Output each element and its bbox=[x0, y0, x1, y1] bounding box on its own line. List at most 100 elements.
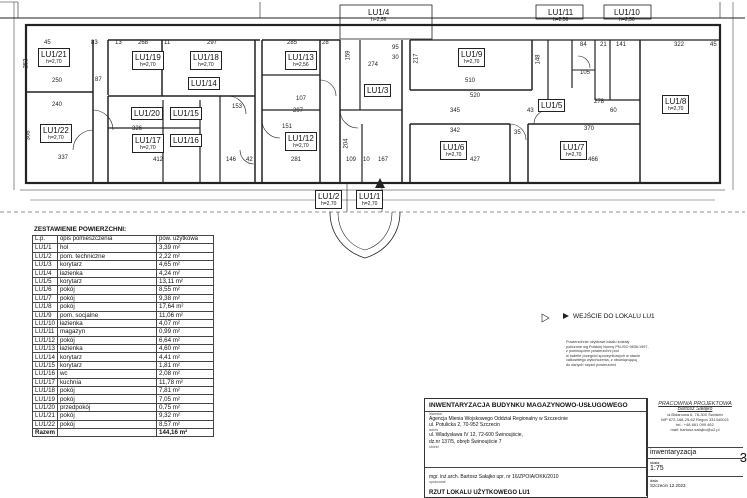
cell-pow: 0,75 m² bbox=[156, 402, 214, 413]
dimension: 109 bbox=[346, 157, 357, 163]
cell-lp: LU1/15 bbox=[32, 360, 58, 371]
site-parcel: dz.nr 137/5, obręb Świnoujście 7 bbox=[429, 438, 502, 445]
stage-label: inwentaryzacja bbox=[647, 447, 743, 457]
table-header-row: L.p. opis pomieszczenia pow. użytkowa bbox=[32, 234, 214, 245]
cell-lp: LU1/14 bbox=[32, 352, 58, 362]
dimension: 43 bbox=[527, 108, 534, 114]
dimension: 253 bbox=[23, 58, 30, 69]
date-value: Szczecin 12.2023 bbox=[650, 483, 686, 488]
dimension: 217 bbox=[413, 53, 420, 64]
dimension: 21 bbox=[600, 42, 607, 48]
cell-lp: LU1/19 bbox=[32, 394, 58, 404]
cell-lp: LU1/17 bbox=[32, 377, 58, 388]
cell-pow: 1,81 m² bbox=[156, 360, 214, 371]
dimension: 45 bbox=[44, 40, 51, 46]
dimension: 250 bbox=[52, 78, 63, 84]
dimension: 167 bbox=[378, 157, 389, 163]
header-pow: pow. użytkowa bbox=[156, 234, 214, 245]
cell-pow: 17,64 m² bbox=[156, 302, 214, 312]
cell-opis: korytarz bbox=[56, 360, 158, 371]
dimension: 297 bbox=[293, 108, 304, 114]
dimension: 510 bbox=[465, 78, 476, 84]
cell-opis: pokój bbox=[56, 411, 158, 421]
dimension: 520 bbox=[470, 93, 481, 99]
dimension: 308 bbox=[25, 130, 32, 141]
cell-lp: LU1/9 bbox=[32, 310, 58, 320]
cell-lp: LU1/22 bbox=[32, 419, 58, 430]
room-label-lu1-16: LU1/16 bbox=[170, 134, 202, 147]
cell-opis: pokój bbox=[56, 386, 158, 396]
total-label: Razem bbox=[32, 427, 58, 438]
cell-lp: LU1/1 bbox=[32, 243, 58, 253]
cell-pow: 4,41 m² bbox=[156, 352, 214, 362]
dimension: 84 bbox=[580, 42, 587, 48]
room-label-lu1-14: LU1/14 bbox=[188, 77, 220, 90]
office-block: PRACOWNIA PROJEKTOWA Bartosz Sałajko ul.… bbox=[646, 398, 747, 496]
cell-lp: LU1/12 bbox=[32, 335, 58, 346]
dimension: 35 bbox=[514, 130, 521, 136]
cell-opis: kuchnia bbox=[56, 377, 158, 388]
dimension: 10 bbox=[363, 157, 370, 163]
dimension: 322 bbox=[674, 42, 685, 48]
cell-pow: 9,32 m² bbox=[156, 411, 214, 421]
office-name: Bartosz Sałajko bbox=[677, 406, 713, 412]
dimension: 326 bbox=[132, 126, 143, 132]
header-lp: L.p. bbox=[32, 234, 58, 245]
cell-lp: LU1/21 bbox=[32, 411, 58, 421]
dimension: 13 bbox=[115, 40, 122, 46]
arrow-right-icon bbox=[563, 313, 569, 320]
dimension: 342 bbox=[450, 128, 461, 134]
author-line: mgr. inż.arch. Bartosz Sałajko upr. nr 1… bbox=[429, 474, 559, 480]
total-area: 144,16 m² bbox=[156, 427, 214, 438]
dimension: 83 bbox=[91, 40, 98, 46]
dimension: 153 bbox=[232, 104, 243, 110]
cell-lp: LU1/4 bbox=[32, 268, 58, 278]
cell-opis: pokój bbox=[56, 302, 158, 312]
dimension: 146 bbox=[226, 157, 237, 163]
cell-lp: LU1/7 bbox=[32, 293, 58, 304]
investor-line: Agencja Mienia Wojskowego Oddział Region… bbox=[429, 416, 568, 422]
cell-pow: 4,65 m² bbox=[156, 260, 214, 270]
cell-pow: 3,39 m² bbox=[156, 243, 214, 253]
dimension: 297 bbox=[207, 40, 218, 46]
cell-opis: pokój bbox=[56, 285, 158, 295]
table-title: ZESTAWIENIE POWIERZCHNI: bbox=[34, 226, 127, 233]
area-summary-table: ZESTAWIENIE POWIERZCHNI: L.p. opis pomie… bbox=[32, 226, 214, 438]
cell-opis: pom. techniczne bbox=[56, 251, 158, 262]
page-number: 3 bbox=[739, 450, 747, 465]
dimension: 285 bbox=[287, 40, 298, 46]
cell-lp: LU1/3 bbox=[32, 260, 58, 270]
dimension: 87 bbox=[95, 77, 102, 83]
dimension: 60 bbox=[610, 108, 617, 114]
cell-lp: LU1/11 bbox=[32, 327, 58, 337]
cell-opis: przedpokój bbox=[56, 402, 158, 413]
cell-lp: LU1/20 bbox=[32, 402, 58, 413]
dimension: 28 bbox=[322, 40, 329, 46]
cell-lp: LU1/16 bbox=[32, 369, 58, 379]
cell-lp: LU1/13 bbox=[32, 344, 58, 354]
cell-opis: pokój bbox=[56, 394, 158, 404]
dimension: 151 bbox=[282, 124, 293, 130]
cell-lp: LU1/5 bbox=[32, 276, 58, 287]
site-address: ul. Władysława IV 12, 72-600 Świnoujście… bbox=[429, 432, 523, 439]
dimension: 427 bbox=[470, 157, 481, 163]
